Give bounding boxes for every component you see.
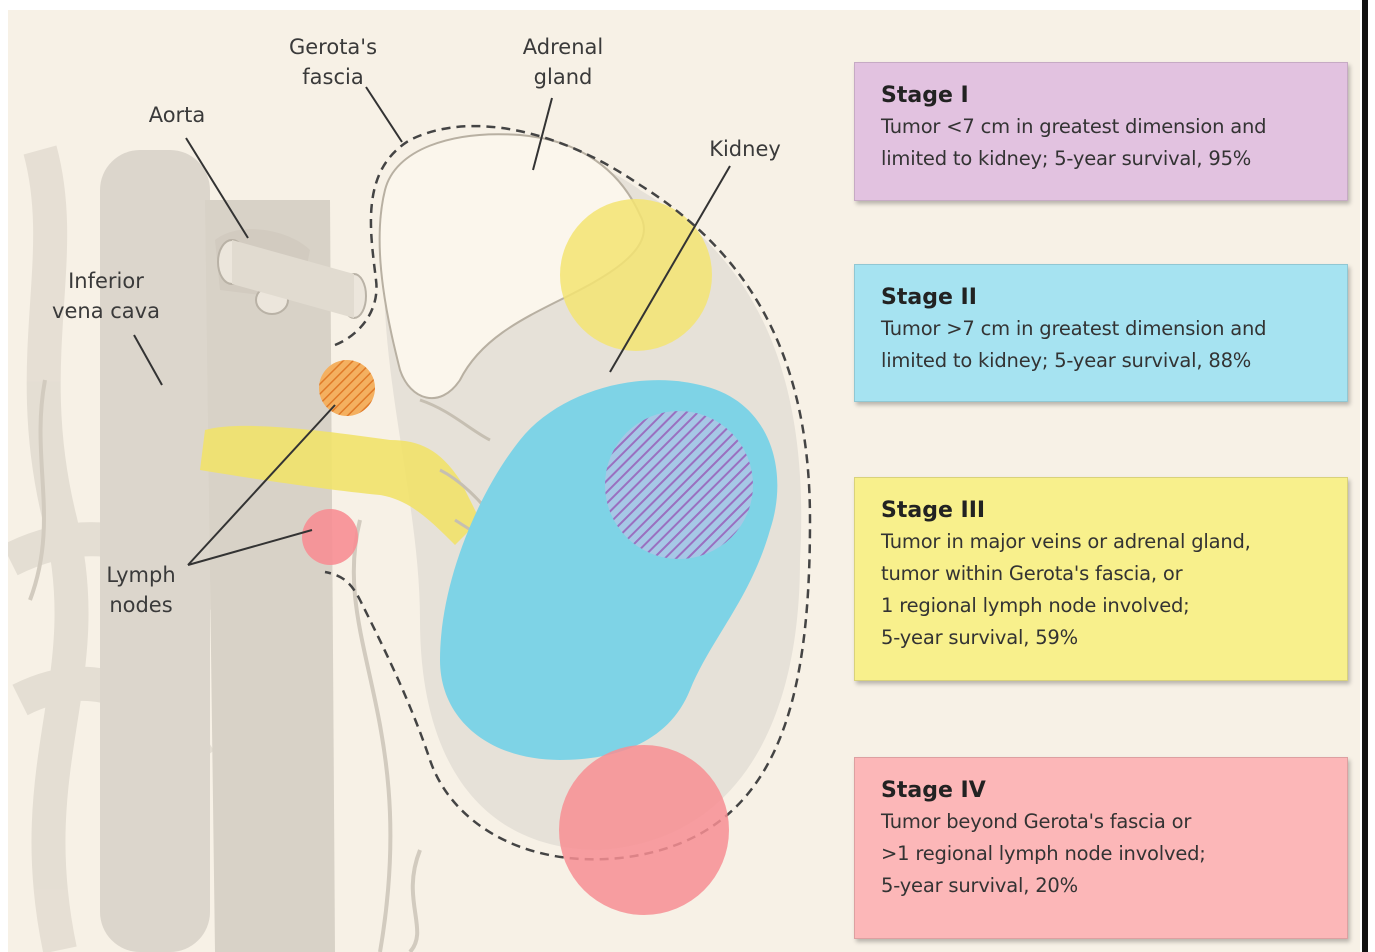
stage-1-description: Tumor <7 cm in greatest dimension and li… [881,111,1333,175]
diagram-canvas: Gerota's fascia Adrenal gland Aorta Kidn… [8,10,1360,952]
label-aorta: Aorta [132,100,222,130]
stage-1-box: Stage I Tumor <7 cm in greatest dimensio… [854,62,1348,201]
kidney-hatched-tumor [605,411,753,559]
lymph-node-red [302,509,358,565]
label-lymph-nodes: Lymph nodes [96,560,186,620]
stage-4-title: Stage IV [881,776,1333,806]
stage-4-box: Stage IV Tumor beyond Gerota's fascia or… [854,757,1348,939]
stage-2-box: Stage II Tumor >7 cm in greatest dimensi… [854,264,1348,402]
distant-tumor [559,745,729,915]
stage-3-box: Stage III Tumor in major veins or adrena… [854,477,1348,681]
label-gerotas-fascia: Gerota's fascia [288,32,378,92]
stage-2-description: Tumor >7 cm in greatest dimension and li… [881,313,1333,377]
label-inferior-vena-cava: Inferior vena cava [46,266,166,326]
stage-1-title: Stage I [881,81,1333,111]
lymph-node-orange [319,360,375,416]
stage-4-description: Tumor beyond Gerota's fascia or >1 regio… [881,806,1333,902]
label-kidney: Kidney [700,134,790,164]
stage-3-title: Stage III [881,496,1333,526]
stage-2-title: Stage II [881,283,1333,313]
label-adrenal-gland: Adrenal gland [513,32,613,92]
stage-3-description: Tumor in major veins or adrenal gland, t… [881,526,1333,654]
right-border-rule [1362,0,1368,952]
